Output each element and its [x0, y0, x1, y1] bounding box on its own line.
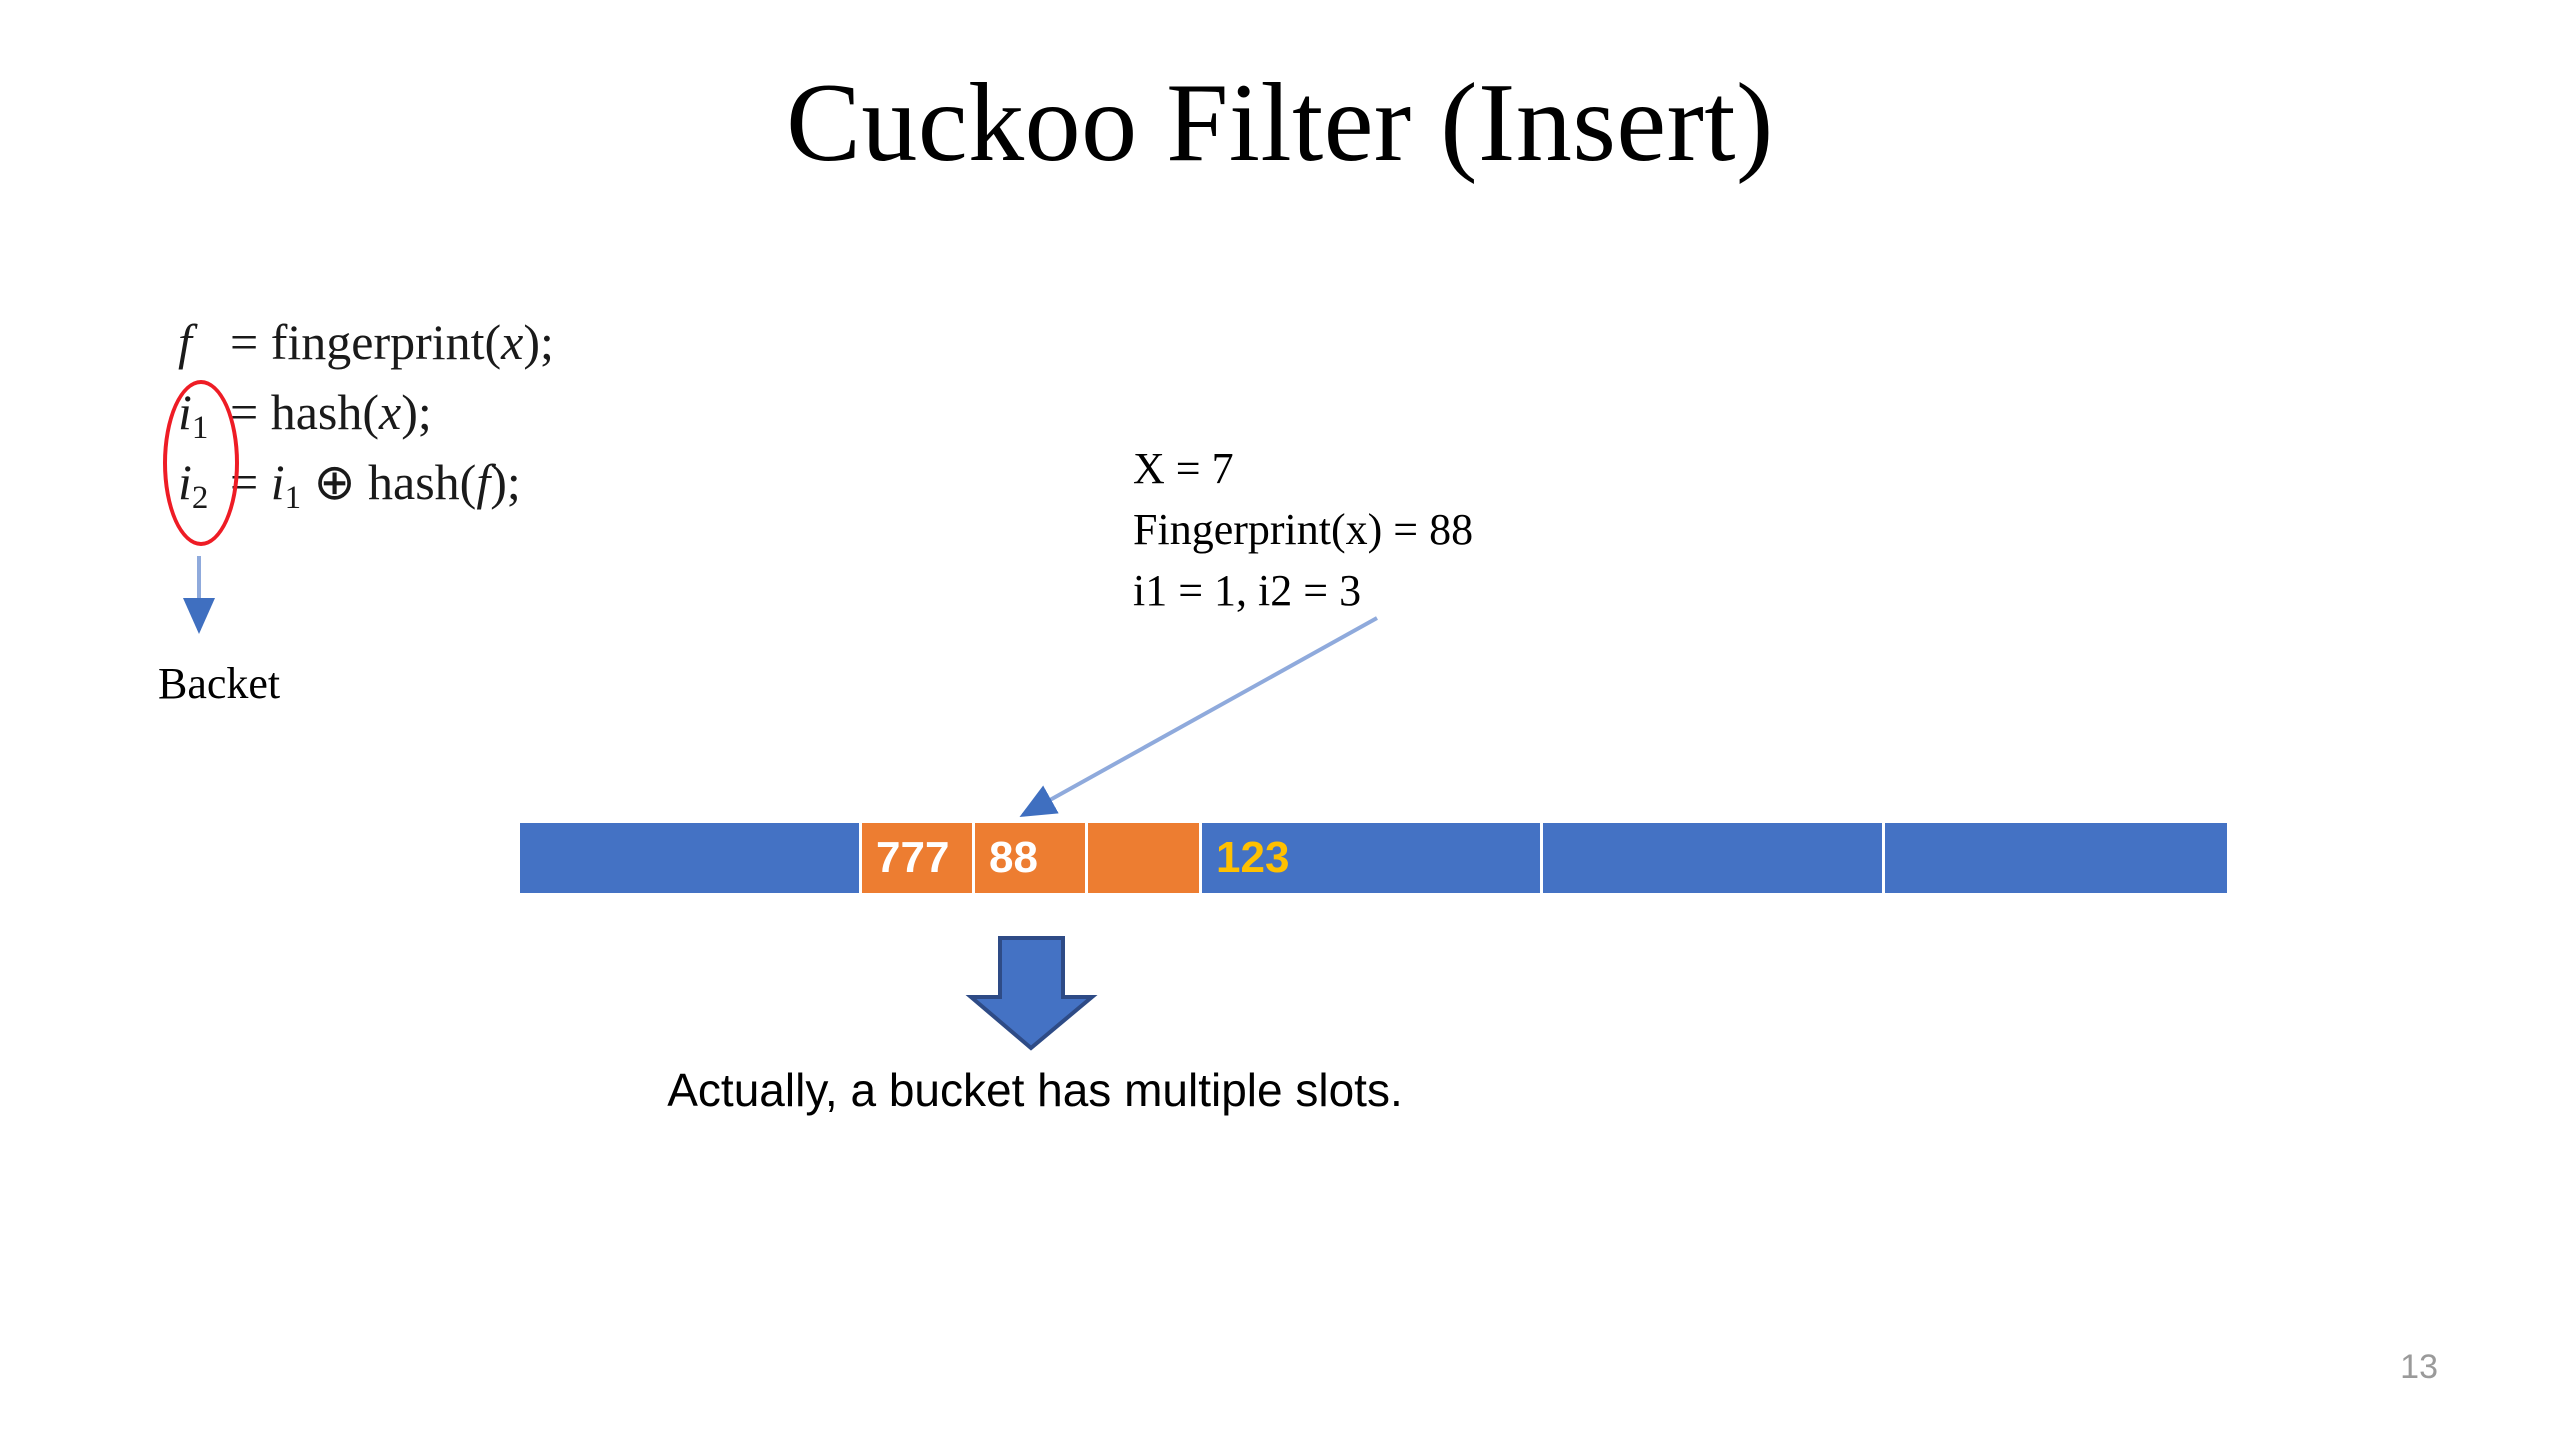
example-line-fingerprint: Fingerprint(x) = 88: [1133, 505, 1474, 554]
page-title: Cuckoo Filter (Insert): [786, 61, 1774, 185]
formula-operand-i1: i: [270, 454, 285, 510]
formula-arg-x-1: x: [501, 314, 524, 370]
bucket-array-bar: 777 88 123: [520, 823, 2227, 893]
bucket-cell-2: 88: [975, 823, 1088, 893]
formula-lhs-f: f: [178, 314, 192, 370]
formula-tail-3: );: [490, 454, 521, 510]
slide-number: 13: [2400, 1348, 2438, 1386]
formula-operand-i1-subscript: 1: [284, 480, 302, 517]
example-line-x: X = 7: [1133, 444, 1234, 493]
example-line-indices: i1 = 1, i2 = 3: [1133, 566, 1362, 615]
bucket-cell-5: [1543, 823, 1885, 893]
formula-arg-x-2: x: [379, 384, 402, 440]
formula-rhs-fingerprint: fingerprint(: [270, 314, 502, 370]
bucket-cell-3: [1088, 823, 1202, 893]
backet-label: Backet: [158, 659, 281, 708]
example-connector-arrow: [1019, 616, 1378, 817]
bucket-cell-6: [1885, 823, 2227, 893]
bucket-cell-1: 777: [862, 823, 975, 893]
bucket-cell-label-2: 88: [989, 833, 1038, 882]
xor-operator-icon: ⊕: [313, 454, 356, 510]
block-arrow-down: [965, 936, 1098, 1051]
formula-tail-1: );: [523, 314, 554, 370]
bucket-cell-0: [520, 823, 862, 893]
example-annotation: X = 7 Fingerprint(x) = 88 i1 = 1, i2 = 3: [1133, 438, 1473, 621]
bucket-cell-label-1: 777: [876, 833, 950, 882]
caption-inner: Actually, a bucket has multiple slots.: [667, 1064, 1403, 1116]
formula-rhs-hash-1: hash(: [270, 384, 380, 440]
red-ellipse-highlight: [163, 380, 239, 546]
formula-line-1: f = fingerprint(x);: [178, 307, 554, 377]
caption-text: Actually, a bucket has multiple slots.: [0, 1063, 2560, 1117]
formula-equals-1: =: [230, 314, 259, 370]
formula-rhs-hash-2: hash(: [368, 454, 477, 510]
bucket-cell-4: 123: [1202, 823, 1543, 893]
formula-arg-f: f: [476, 454, 491, 510]
formula-tail-2: );: [401, 384, 432, 440]
bucket-cell-label-4: 123: [1216, 833, 1290, 882]
